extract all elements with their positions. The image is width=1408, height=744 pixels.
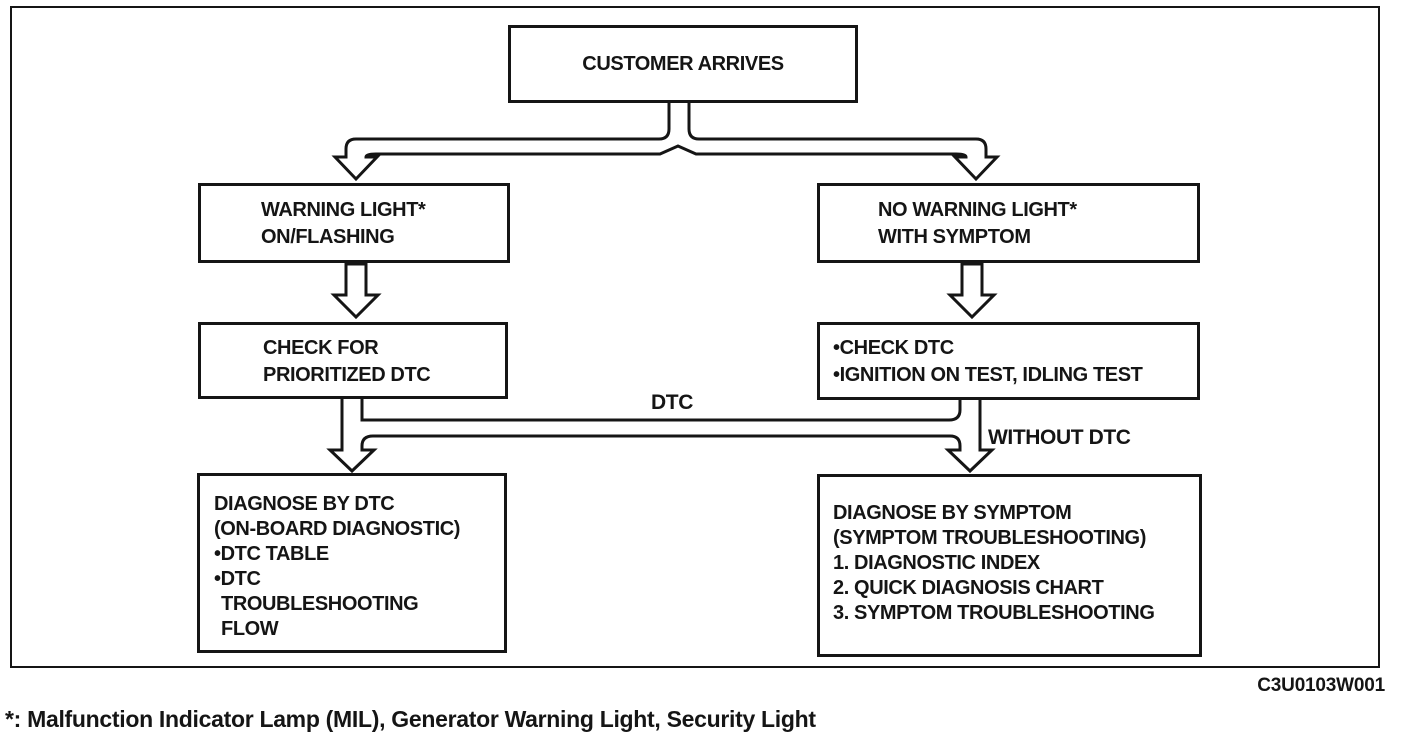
- node-no-warning-light: NO WARNING LIGHT* WITH SYMPTOM: [817, 183, 1200, 263]
- node-line: 3. SYMPTOM TROUBLESHOOTING: [833, 602, 1155, 624]
- node-line: NO WARNING LIGHT*: [878, 199, 1077, 221]
- node-line: •DTC TABLE: [214, 543, 329, 565]
- node-check-dtc-tests: •CHECK DTC •IGNITION ON TEST, IDLING TES…: [817, 322, 1200, 400]
- node-line: PRIORITIZED DTC: [263, 364, 431, 386]
- node-warning-light-on: WARNING LIGHT* ON/FLASHING: [198, 183, 510, 263]
- node-line: FLOW: [221, 618, 279, 640]
- node-line: (ON-BOARD DIAGNOSTIC): [214, 518, 461, 540]
- edge-label-without-dtc: WITHOUT DTC: [988, 426, 1131, 449]
- node-line: •CHECK DTC: [833, 337, 954, 359]
- node-diagnose-by-symptom: DIAGNOSE BY SYMPTOM (SYMPTOM TROUBLESHOO…: [817, 474, 1202, 657]
- node-line: TROUBLESHOOTING: [221, 593, 419, 615]
- node-line: ON/FLASHING: [261, 226, 395, 248]
- figure-code: C3U0103W001: [1257, 675, 1385, 696]
- node-customer-arrives: CUSTOMER ARRIVES: [508, 25, 858, 103]
- node-line: WARNING LIGHT*: [261, 199, 426, 221]
- node-line: DIAGNOSE BY SYMPTOM: [833, 502, 1072, 524]
- node-line: 1. DIAGNOSTIC INDEX: [833, 552, 1040, 574]
- node-line: •DTC: [214, 568, 261, 590]
- edge-label-dtc: DTC: [651, 391, 693, 414]
- footnote: *: Malfunction Indicator Lamp (MIL), Gen…: [5, 706, 816, 732]
- node-label: CUSTOMER ARRIVES: [582, 52, 784, 75]
- node-check-prioritized-dtc: CHECK FOR PRIORITIZED DTC: [198, 322, 508, 399]
- down-arrow-right-icon: [946, 262, 998, 320]
- node-diagnose-by-dtc: DIAGNOSE BY DTC (ON-BOARD DIAGNOSTIC) •D…: [197, 473, 507, 653]
- node-line: WITH SYMPTOM: [878, 226, 1031, 248]
- node-line: (SYMPTOM TROUBLESHOOTING): [833, 527, 1146, 549]
- merge-arrows-dtc-channel: [326, 395, 996, 474]
- node-line: 2. QUICK DIAGNOSIS CHART: [833, 577, 1104, 599]
- node-line: CHECK FOR: [263, 337, 379, 359]
- node-line: DIAGNOSE BY DTC: [214, 493, 395, 515]
- node-line: •IGNITION ON TEST, IDLING TEST: [833, 364, 1143, 386]
- split-arrow: [331, 99, 1001, 182]
- down-arrow-left-icon: [330, 262, 382, 320]
